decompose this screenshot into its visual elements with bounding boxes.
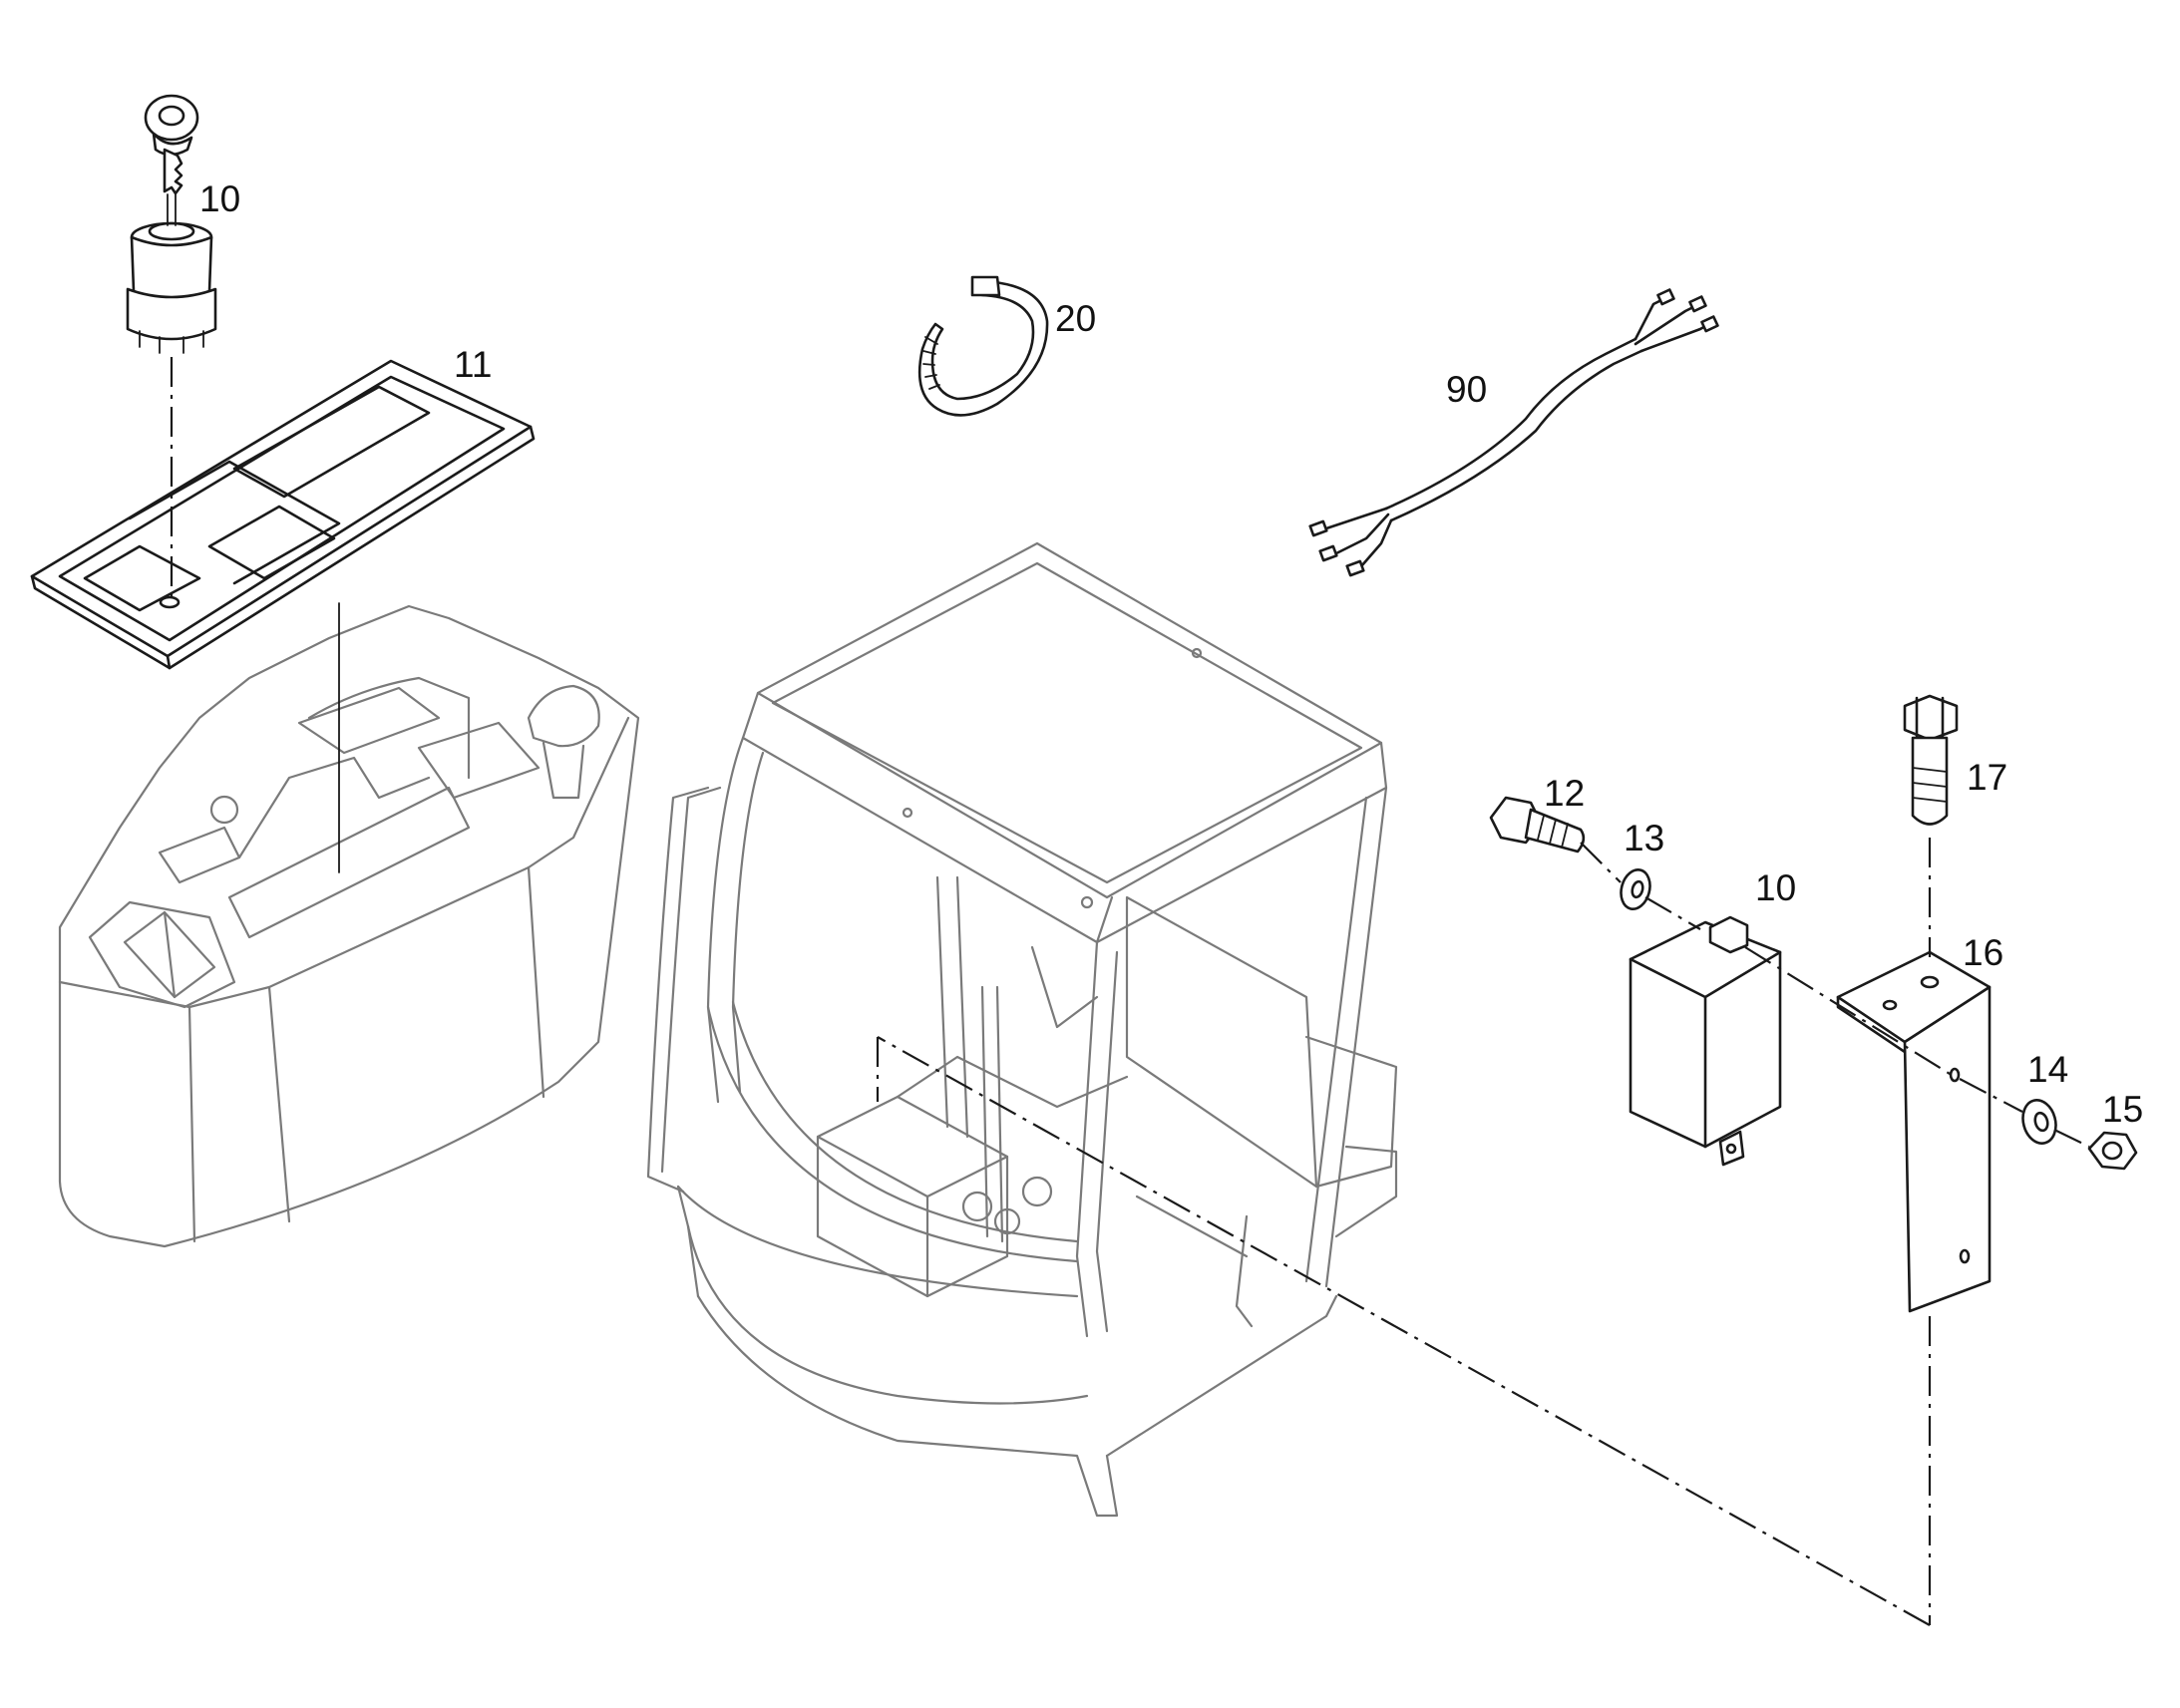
callout-10-control-module: 10 — [1755, 867, 1796, 908]
bracket-16-part — [1836, 950, 1992, 1313]
callout-20-tie-strap: 20 — [1055, 298, 1096, 339]
callout-13-washer: 13 — [1624, 818, 1664, 858]
callout-90-harness: 90 — [1446, 369, 1487, 410]
cab — [646, 541, 1398, 1518]
callout-12-bolt: 12 — [1544, 773, 1585, 814]
callout-16-bracket: 16 — [1963, 932, 2003, 973]
callout-14-washer: 14 — [2027, 1049, 2068, 1090]
callout-15-nut: 15 — [2102, 1089, 2143, 1130]
leader-lines — [170, 357, 2090, 1626]
callout-labels: 10 11 20 90 12 13 10 17 16 14 15 — [199, 178, 2143, 1130]
harness-part — [1308, 288, 1719, 577]
washer-14-part — [2021, 1099, 2057, 1145]
washer-13-part — [1620, 868, 1651, 910]
tie-strap-part — [917, 275, 1049, 417]
callout-17-bolt: 17 — [1967, 757, 2007, 798]
panel-part — [30, 359, 536, 670]
key-switch-part — [126, 94, 217, 354]
callout-11-panel: 11 — [454, 344, 492, 385]
operator-console — [58, 604, 640, 1248]
bolt-17-part — [1903, 694, 1959, 826]
nut-15-part — [2087, 1131, 2138, 1171]
control-module-part — [1629, 915, 1782, 1167]
callout-10-key-switch: 10 — [199, 178, 240, 219]
bolt-12-part — [1489, 796, 1586, 854]
